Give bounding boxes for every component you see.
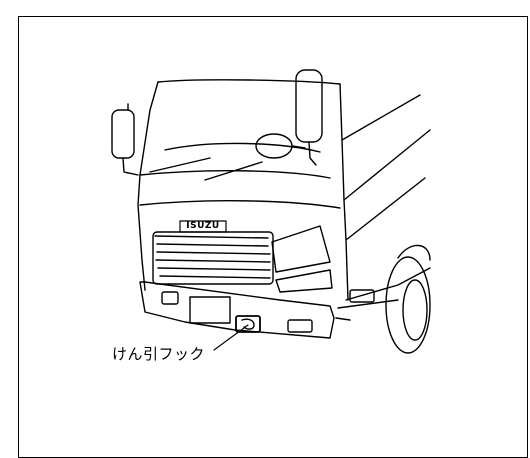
headlight xyxy=(271,225,333,293)
callout-leader-line xyxy=(213,324,249,351)
left-mirror xyxy=(111,103,139,176)
brand-badge: ISUZU xyxy=(181,221,225,232)
side-body xyxy=(341,94,431,301)
wheel xyxy=(385,244,431,354)
wiper xyxy=(149,157,263,181)
bumper xyxy=(139,281,399,339)
right-mirror xyxy=(255,69,323,166)
tow-hook xyxy=(235,315,261,333)
callout-label: けん引フック xyxy=(112,345,206,363)
grille xyxy=(152,220,274,285)
brand-badge-text: ISUZU xyxy=(186,221,220,231)
cab-body xyxy=(137,79,349,301)
